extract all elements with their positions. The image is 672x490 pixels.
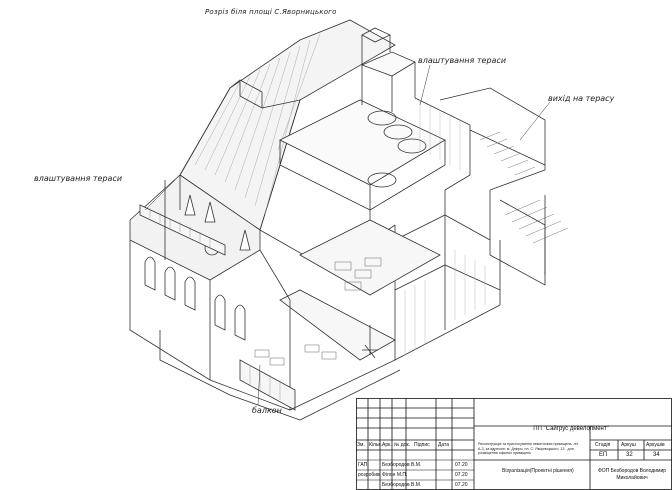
sheets-header: Аркушів	[646, 442, 665, 448]
sheets-value: 34	[653, 452, 660, 458]
label-exit: вихід на терасу	[548, 94, 615, 103]
title-block: ПП "Сайгрус девелопмент" Реконструкція т…	[356, 398, 672, 490]
col-header-ark: Арк.	[382, 442, 392, 448]
sheet-name: Візуалізація(Проектні рішення)	[502, 468, 574, 474]
row-name-3: Безбородов В.М.	[382, 482, 422, 488]
author-org: ФОП Безбородов Володимир Миколайович	[597, 468, 667, 481]
col-header-zm: Зм.	[357, 442, 365, 448]
project-description: Реконструкція та пристосування нежитлови…	[478, 442, 579, 456]
col-header-kilk: Кільк.	[369, 442, 383, 448]
stage-header: Стадія	[595, 442, 611, 448]
sheet-title: Розріз біля площі С.Яворницького	[205, 8, 337, 16]
col-header-sign: Підпис	[414, 442, 430, 448]
row-role-1: ГАП	[358, 462, 368, 468]
label-balcony: балкон	[252, 406, 282, 415]
row-name-2: Філон М.П.	[382, 472, 408, 478]
row-date-1: 07.20	[455, 462, 468, 468]
row-date-2: 07.20	[455, 472, 468, 478]
company-name: ПП "Сайгрус девелопмент"	[533, 426, 609, 432]
label-terrace-top: влаштування тераси	[418, 56, 507, 65]
sheet-header: Аркуш	[621, 442, 636, 448]
label-terrace-left: влаштування тераси	[34, 174, 123, 183]
row-role-2: розробив	[358, 472, 380, 478]
row-date-3: 07.20	[455, 482, 468, 488]
col-header-date: Дата	[438, 442, 450, 448]
stage-value: ЕП	[599, 452, 608, 458]
col-header-doc: № док.	[394, 442, 411, 448]
sheet-value: 32	[626, 452, 633, 458]
row-name-1: Безбородов В.М.	[382, 462, 422, 468]
